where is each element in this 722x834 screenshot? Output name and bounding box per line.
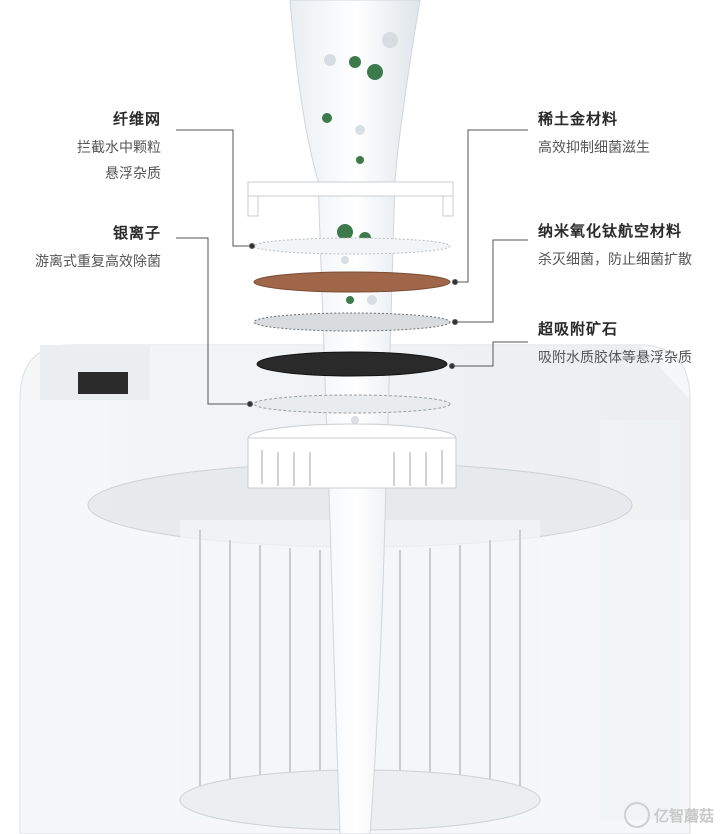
label-fiber-title: 纤维网 (112, 110, 161, 128)
label-fiber: 纤维网 拦截水中颗粒 悬浮杂质 (77, 108, 161, 187)
mushroom-logo-icon (623, 802, 650, 828)
label-fiber-line-2: 悬浮杂质 (105, 166, 161, 182)
label-rare-earth: 稀土金材料 高效抑制细菌滋生 (538, 108, 650, 161)
label-mineral-title: 超吸附矿石 (538, 320, 619, 338)
label-fiber-line-1: 拦截水中颗粒 (77, 140, 161, 156)
label-nano-titanium: 纳米氧化钛航空材料 杀灭细菌，防止细菌扩散 (538, 220, 692, 273)
layer-bottom-cartridge (247, 423, 457, 489)
label-silver-line-1: 游离式重复高效除菌 (35, 254, 161, 270)
display-window (78, 372, 128, 394)
leader-lines (176, 129, 528, 407)
layer-silver (253, 394, 451, 414)
label-nano-titanium-title: 纳米氧化钛航空材料 (538, 222, 683, 240)
layer-rare-earth (253, 271, 451, 293)
label-rare-earth-title: 稀土金材料 (538, 110, 619, 128)
layer-fiber-mesh (253, 237, 451, 255)
label-silver-title: 银离子 (112, 224, 161, 242)
label-mineral: 超吸附矿石 吸附水质胶体等悬浮杂质 (538, 318, 692, 371)
label-rare-earth-line-1: 高效抑制细菌滋生 (538, 140, 650, 156)
watermark: 亿智蘑菇 (623, 802, 714, 828)
layer-top-cap (247, 181, 454, 217)
layer-nano-titanium (253, 312, 451, 332)
label-nano-titanium-line-1: 杀灭细菌，防止细菌扩散 (538, 252, 692, 268)
label-silver: 银离子 游离式重复高效除菌 (35, 222, 161, 275)
watermark-text: 亿智蘑菇 (653, 806, 714, 825)
label-mineral-line-1: 吸附水质胶体等悬浮杂质 (538, 350, 692, 366)
layer-mineral (256, 351, 448, 377)
